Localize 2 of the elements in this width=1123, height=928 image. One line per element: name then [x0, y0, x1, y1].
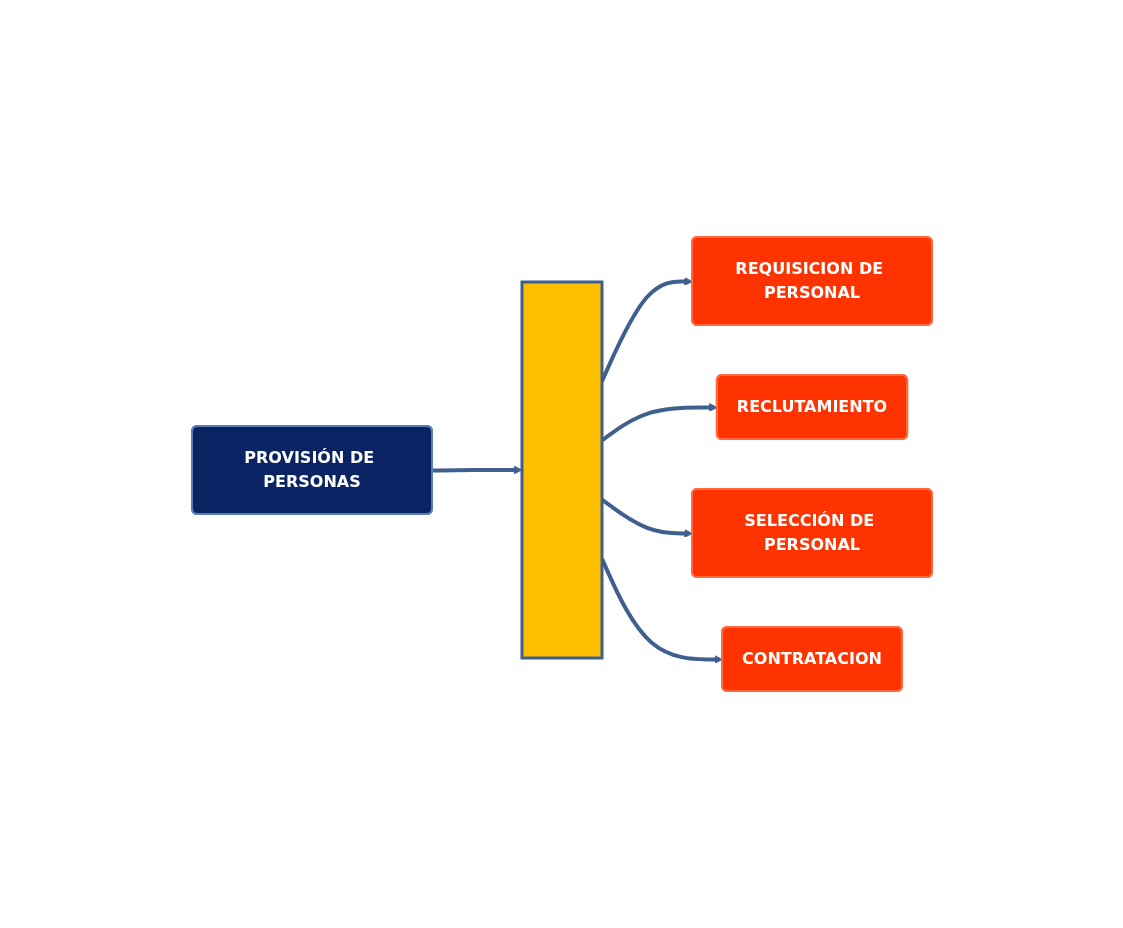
node-bar	[520, 280, 603, 660]
arrow	[431, 465, 522, 475]
